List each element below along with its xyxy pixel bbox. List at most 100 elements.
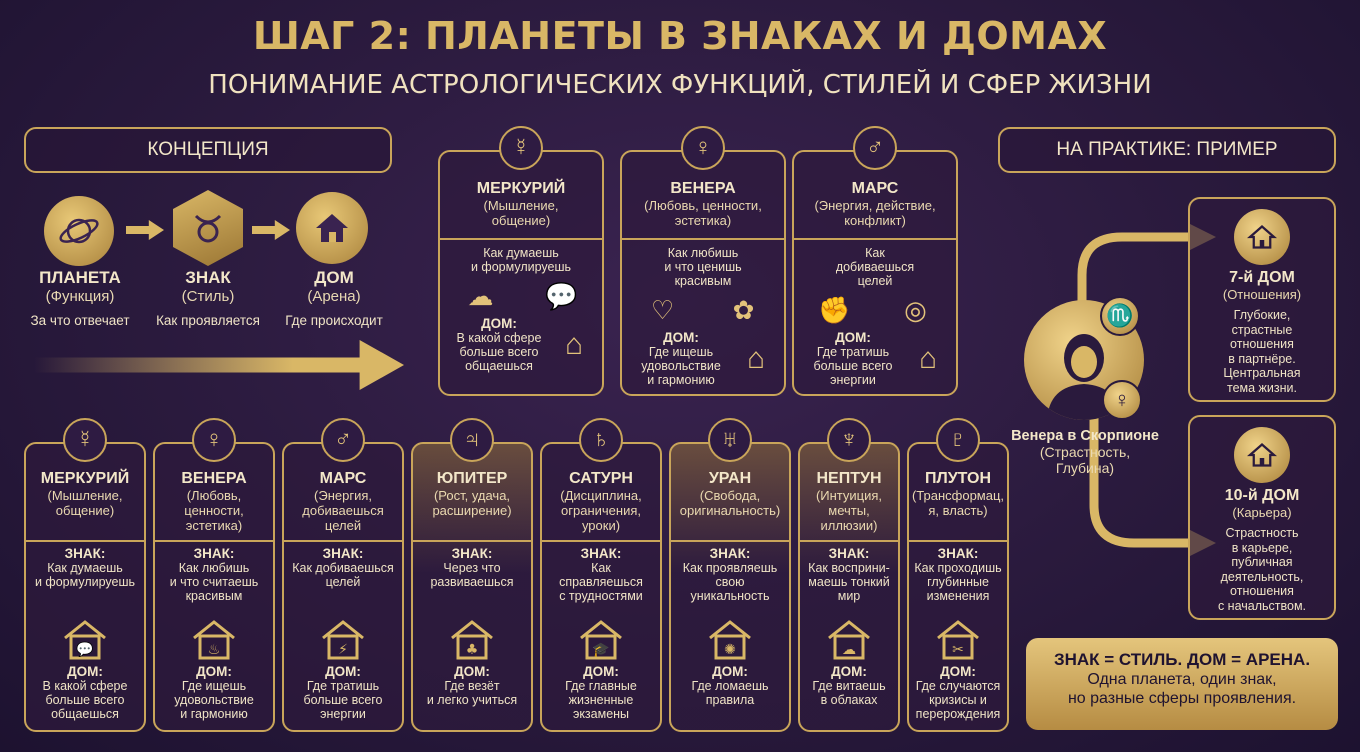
planet-5-symbol-icon: ♅ bbox=[708, 418, 752, 462]
concept-planet-name: ПЛАНЕТА bbox=[39, 268, 121, 287]
top-card-2-symbol-icon: ♂ bbox=[853, 126, 897, 170]
taurus-icon bbox=[173, 190, 243, 266]
svg-text:💬: 💬 bbox=[76, 641, 94, 658]
svg-text:🎓: 🎓 bbox=[592, 642, 609, 658]
planet-4-symbol-icon: ♄ bbox=[579, 418, 623, 462]
planet-card-name: МАРС bbox=[319, 470, 367, 487]
planet-0-symbol-icon: ☿ bbox=[63, 418, 107, 462]
planet-card: ПЛУТОН(Трансформац,я, власть)ЗНАК:Как пр… bbox=[907, 442, 1009, 732]
planet-card-sign-label: ЗНАК: bbox=[937, 546, 979, 561]
planet-card: МЕРКУРИЙ(Мышление,общение)ЗНАК:Как думае… bbox=[24, 442, 146, 732]
planet-card-name: МЕРКУРИЙ bbox=[40, 470, 130, 487]
concept-planet-role: (Функция) bbox=[45, 288, 115, 305]
planet-card-name: НЕПТУН bbox=[816, 470, 882, 487]
planet-card: САТУРН(Дисциплина,ограничения, уроки)ЗНА… bbox=[540, 442, 662, 732]
planet-2-symbol-icon: ♂ bbox=[321, 418, 365, 462]
concept-sign: ЗНАК (Стиль) Как проявляется bbox=[148, 268, 268, 328]
person-line1: Венера в Скорпионе bbox=[1011, 428, 1159, 444]
top-card-name: МАРС bbox=[851, 180, 899, 197]
planet-card-role: (Свобода,оригинальность) bbox=[679, 488, 781, 518]
top-card-house-icon: 💬 bbox=[545, 280, 578, 311]
planet-card-role: (Интуиция, мечты,иллюзии) bbox=[815, 488, 883, 533]
planet-card-role: (Любовь,ценности, эстетика) bbox=[184, 488, 244, 533]
planet-card-name: УРАН bbox=[708, 470, 752, 487]
house-10-icon bbox=[1234, 427, 1290, 483]
top-card-house-label: ДОМ: bbox=[663, 330, 699, 345]
top-card-house-icon: ◎ bbox=[904, 294, 927, 325]
planet-card-role: (Трансформац,я, власть) bbox=[911, 488, 1005, 518]
summary-line2: Одна планета, один знак, bbox=[1087, 671, 1277, 688]
svg-text:✂: ✂ bbox=[952, 642, 964, 658]
planet-card-house-label: ДОМ: bbox=[583, 664, 619, 679]
planet-card-sign-label: ЗНАК: bbox=[709, 546, 751, 561]
planet-icon bbox=[44, 196, 114, 266]
planet-card-house-icon: 💬 bbox=[64, 620, 106, 660]
planet-card-sign-label: ЗНАК: bbox=[451, 546, 493, 561]
planet-card-house-icon: ✂ bbox=[937, 620, 979, 660]
top-card-house-label: ДОМ: bbox=[835, 330, 871, 345]
svg-text:♨: ♨ bbox=[208, 642, 221, 658]
planet-card-house-label: ДОМ: bbox=[325, 664, 361, 679]
planet-card-house-icon: ✺ bbox=[709, 620, 751, 660]
top-card: ВЕНЕРА(Любовь, ценности,эстетика)Как люб… bbox=[620, 150, 786, 396]
top-card-sign-icon: ♡ bbox=[650, 294, 675, 325]
planet-card-house-icon: ☁ bbox=[828, 620, 870, 660]
planet-card-sign-label: ЗНАК: bbox=[64, 546, 106, 561]
planet-3-symbol-icon: ♃ bbox=[450, 418, 494, 462]
planet-card-house-label: ДОМ: bbox=[454, 664, 490, 679]
top-card-0-symbol-icon: ☿ bbox=[499, 126, 543, 170]
top-card-role: (Мышление,общение) bbox=[483, 198, 559, 228]
person-line3: Глубина) bbox=[1055, 460, 1115, 476]
planet-card-house-label: ДОМ: bbox=[940, 664, 976, 679]
top-card-house-icon: ✿ bbox=[732, 294, 755, 325]
svg-text:⚡: ⚡ bbox=[338, 642, 348, 658]
planet-card-house-label: ДОМ: bbox=[196, 664, 232, 679]
concept-planet-desc: За что отвечает bbox=[30, 313, 130, 328]
planet-card-house-label: ДОМ: bbox=[712, 664, 748, 679]
house-10-name: 10-й ДОМ bbox=[1224, 487, 1300, 504]
planet-card: ВЕНЕРА(Любовь,ценности, эстетика)ЗНАК:Ка… bbox=[153, 442, 275, 732]
planet-card-sign-label: ЗНАК: bbox=[580, 546, 622, 561]
concept-sign-role: (Стиль) bbox=[181, 288, 235, 305]
planet-card-name: ВЕНЕРА bbox=[181, 470, 247, 487]
concept-pill: КОНЦЕПЦИЯ bbox=[24, 127, 392, 173]
top-card-house-label: ДОМ: bbox=[481, 316, 517, 331]
summary-box: ЗНАК = СТИЛЬ. ДОМ = АРЕНА. Одна планета,… bbox=[1026, 638, 1338, 730]
concept-house: ДОМ (Арена) Где происходит bbox=[274, 268, 394, 328]
planet-card-role: (Энергия,добиваешься целей bbox=[302, 488, 384, 533]
summary-line1: ЗНАК = СТИЛЬ. ДОМ = АРЕНА. bbox=[1053, 650, 1311, 669]
person-line2: (Страстность, bbox=[1039, 444, 1131, 460]
concept-house-role: (Арена) bbox=[307, 288, 361, 305]
planet-6-symbol-icon: ♆ bbox=[827, 418, 871, 462]
planet-7-symbol-icon: ♇ bbox=[936, 418, 980, 462]
planet-card: УРАН(Свобода,оригинальность)ЗНАК:Как про… bbox=[669, 442, 791, 732]
top-card-home-icon: ⌂ bbox=[564, 327, 584, 361]
top-card-home-icon: ⌂ bbox=[746, 341, 766, 375]
top-card-name: МЕРКУРИЙ bbox=[476, 180, 566, 197]
planet-card-name: ЮПИТЕР bbox=[436, 470, 508, 487]
house-icon bbox=[296, 192, 368, 264]
